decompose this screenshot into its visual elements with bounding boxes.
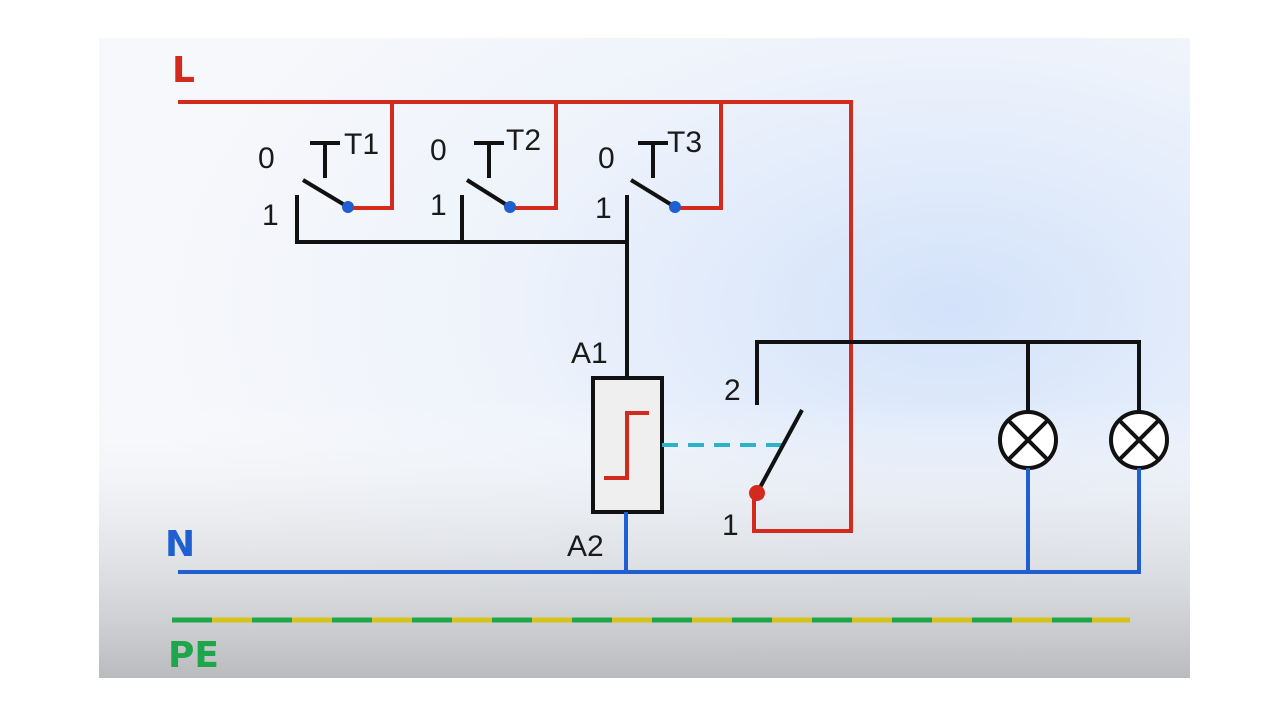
contact-terminal-1: 1 bbox=[722, 509, 739, 542]
t3-pivot-dot bbox=[669, 201, 681, 213]
t1-pos0: 0 bbox=[258, 142, 275, 175]
line-conductor bbox=[178, 100, 853, 533]
pushbutton-t3 bbox=[629, 141, 681, 213]
pushbutton-t2 bbox=[465, 141, 516, 213]
t2-pos0: 0 bbox=[430, 134, 447, 167]
line-label: L bbox=[172, 50, 195, 91]
relay-terminal-a2: A2 bbox=[567, 530, 604, 563]
contact-pivot-dot bbox=[749, 485, 765, 501]
line-drop-t3 bbox=[675, 102, 723, 210]
t1-pivot-dot bbox=[342, 201, 354, 213]
t3-pos0: 0 bbox=[598, 142, 615, 175]
relay-terminal-a1: A1 bbox=[571, 337, 608, 370]
neutral-conductor bbox=[178, 468, 1141, 574]
t1-name: T1 bbox=[344, 128, 379, 161]
lamp-1 bbox=[998, 410, 1058, 470]
earth-label: PE bbox=[168, 635, 219, 676]
neutral-bus bbox=[178, 468, 1141, 574]
t1-pos1: 1 bbox=[262, 199, 279, 232]
line-drop-t2 bbox=[510, 102, 558, 210]
lamp-feed-wire bbox=[755, 340, 1141, 418]
t2-pos1: 1 bbox=[430, 189, 447, 222]
line-bus bbox=[178, 100, 853, 533]
t3-name: T3 bbox=[667, 126, 702, 159]
t2-pivot-dot bbox=[504, 201, 516, 213]
t3-pos1: 1 bbox=[595, 192, 612, 225]
pushbutton-t1 bbox=[301, 141, 354, 213]
neutral-label: N bbox=[165, 524, 195, 565]
pushbutton-common-wire bbox=[295, 195, 627, 244]
t2-name: T2 bbox=[506, 124, 541, 157]
relay-step-symbol bbox=[604, 411, 649, 480]
lamp-2 bbox=[1109, 410, 1169, 470]
contact-terminal-2: 2 bbox=[724, 374, 741, 407]
impulse-relay-coil bbox=[591, 376, 664, 514]
relay-contact bbox=[749, 409, 804, 501]
line-drop-t1 bbox=[348, 102, 394, 210]
control-wiring bbox=[295, 195, 1141, 418]
